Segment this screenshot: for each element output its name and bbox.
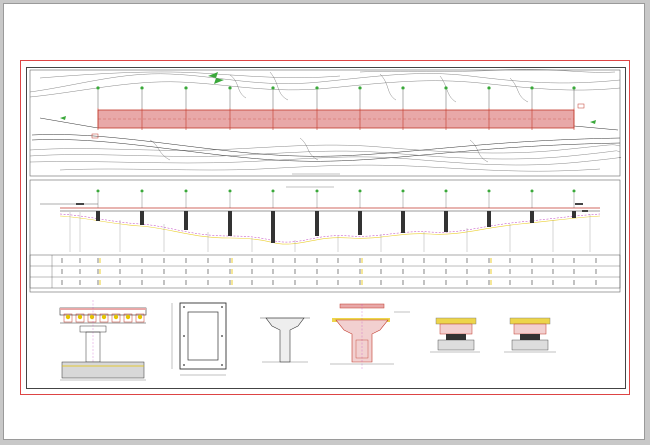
profile-verticals <box>69 212 591 252</box>
plan-pier-markers <box>96 86 576 90</box>
deck-section-detail <box>59 300 147 381</box>
profile-pier-markers <box>96 189 576 193</box>
plan-callouts <box>97 90 575 108</box>
profile-data-table <box>29 254 621 289</box>
profile-piers <box>96 211 576 243</box>
pier-cap-detail <box>260 317 310 363</box>
drawing-border <box>26 67 626 389</box>
road-alignment <box>31 117 621 162</box>
box-section-detail <box>171 302 227 376</box>
ground-line <box>59 213 601 243</box>
north-arrow-icon <box>208 72 224 84</box>
pier-section-detail <box>330 303 410 370</box>
contour-lines <box>29 69 622 172</box>
plan-pier-lines <box>97 108 575 130</box>
profile-view <box>29 179 621 293</box>
bearing-a-detail <box>430 317 480 353</box>
plan-view <box>29 69 622 177</box>
bearing-b-detail <box>504 317 556 353</box>
